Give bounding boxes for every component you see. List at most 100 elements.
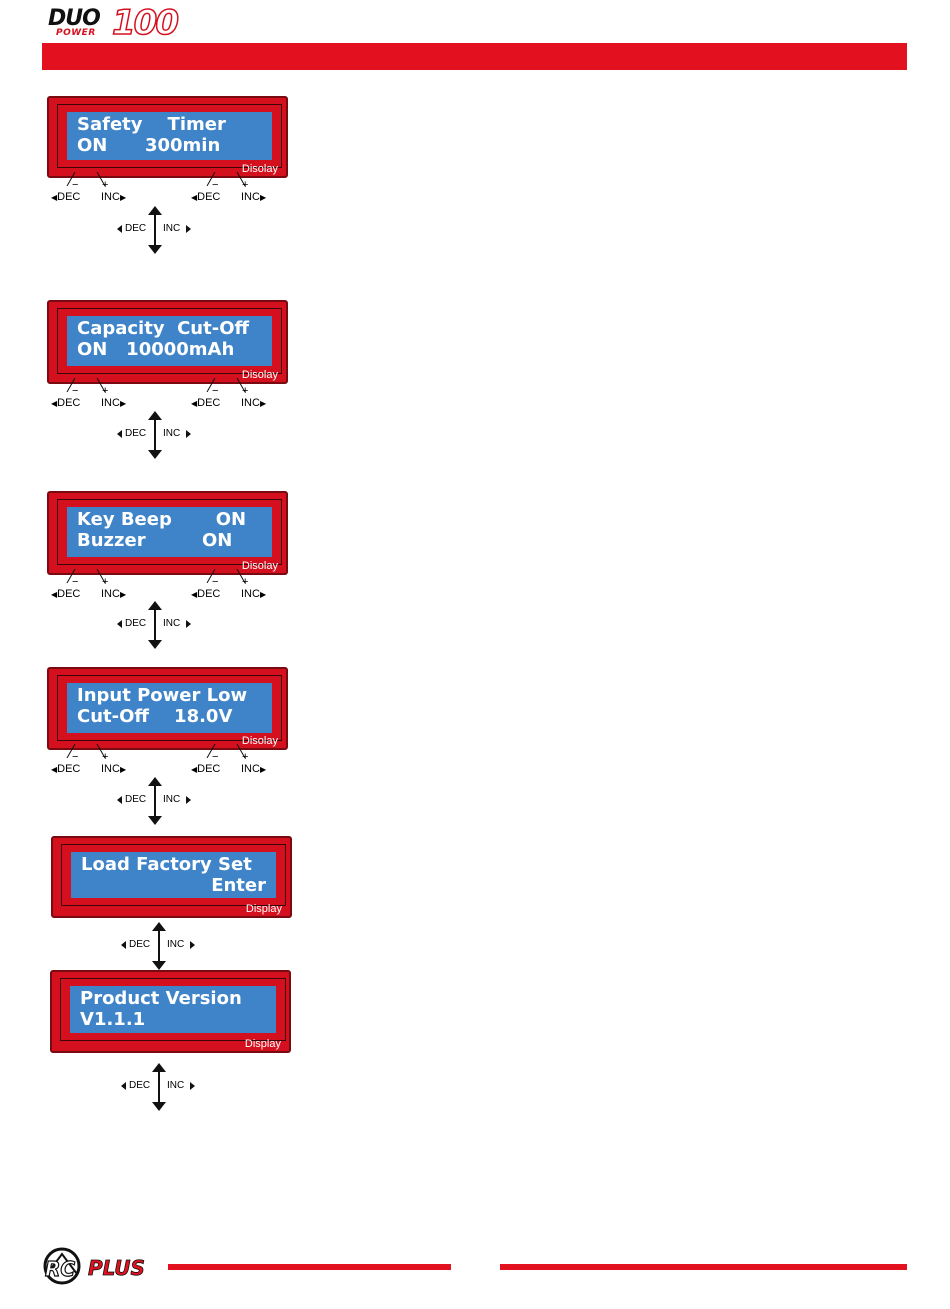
svg-text:RC: RC (45, 1257, 75, 1281)
menu-navigation[interactable]: DEC INC (115, 777, 205, 825)
nav-dec-label: DEC (129, 939, 151, 950)
brand-logo: DUO POWER 100 (46, 5, 206, 42)
inc-label: INC (241, 191, 260, 203)
rc-plus-logo: RC PLUS (43, 1247, 145, 1285)
button-leads (206, 172, 246, 186)
minus-sign: − (72, 385, 79, 397)
plus-sign: + (242, 576, 249, 588)
display-label: Disolay (241, 163, 278, 175)
dec-button-right[interactable]: ◀DEC (191, 397, 220, 409)
arrow-right-icon: ▶ (119, 590, 127, 599)
dec-button-left[interactable]: ◀DEC (51, 763, 80, 775)
plus-sign: + (242, 751, 249, 763)
dec-button-right[interactable]: ◀DEC (191, 191, 220, 203)
plus-sign: + (102, 385, 109, 397)
minus-sign: − (72, 576, 79, 588)
inc-label: INC (241, 588, 260, 600)
button-leads (66, 569, 106, 583)
footer-line-left (168, 1264, 451, 1270)
inc-button-right[interactable]: INC▶ (241, 763, 266, 775)
button-leads (66, 172, 106, 186)
dec-label: DEC (197, 397, 221, 409)
inc-button-left[interactable]: INC▶ (101, 763, 126, 775)
dec-button-left[interactable]: ◀DEC (51, 588, 80, 600)
display-label: Disolay (241, 560, 278, 572)
arrow-left-icon: ◀ (51, 399, 58, 408)
inc-label: INC (101, 397, 120, 409)
dec-button-left[interactable]: ◀DEC (51, 397, 80, 409)
nav-inc-label: INC (167, 1080, 185, 1091)
nav-inc-label: INC (163, 794, 181, 805)
dec-label: DEC (57, 397, 81, 409)
dec-label: DEC (57, 763, 81, 775)
nav-inc-label: INC (163, 428, 181, 439)
brand-power: POWER (56, 28, 96, 38)
dec-label: DEC (197, 588, 221, 600)
arrow-left-icon: ◀ (51, 590, 58, 599)
arrow-right-icon: ▶ (259, 590, 267, 599)
lcd-line-1: Capacity Cut-Off (77, 318, 250, 339)
lcd-line-2: Cut-Off 18.0V (77, 706, 233, 727)
button-leads (206, 744, 246, 758)
lcd-line-1: Load Factory Set (81, 854, 252, 875)
plus-sign: + (102, 179, 109, 191)
inc-label: INC (101, 763, 120, 775)
lcd-bezel (60, 978, 286, 1041)
minus-sign: − (212, 751, 219, 763)
lcd-line-2: ON 300min (77, 135, 221, 156)
up-down-arrow-icon (121, 1063, 195, 1111)
lcd-bezel (57, 104, 282, 168)
lcd-line-2: V1.1.1 (80, 1009, 146, 1030)
arrow-right-icon: ▶ (259, 765, 267, 774)
dec-label: DEC (197, 191, 221, 203)
arrow-left-icon: ◀ (51, 765, 58, 774)
inc-button-left[interactable]: INC▶ (101, 191, 126, 203)
button-leads (206, 378, 246, 392)
svg-text:PLUS: PLUS (88, 1256, 145, 1280)
menu-navigation[interactable]: DEC INC (119, 1063, 209, 1111)
minus-sign: − (212, 385, 219, 397)
dec-button-left[interactable]: ◀DEC (51, 191, 80, 203)
arrow-left-icon: ◀ (191, 399, 198, 408)
plus-sign: + (102, 751, 109, 763)
display-label: Display (245, 903, 282, 915)
arrow-right-icon: ▶ (119, 399, 127, 408)
inc-button-left[interactable]: INC▶ (101, 588, 126, 600)
nav-dec-label: DEC (129, 1080, 151, 1091)
arrow-right-icon: ▶ (119, 765, 127, 774)
arrow-right-icon: ▶ (259, 399, 267, 408)
nav-dec-label: DEC (125, 794, 147, 805)
brand-duo: DUO (48, 6, 101, 31)
inc-button-right[interactable]: INC▶ (241, 397, 266, 409)
up-down-arrow-icon (121, 922, 195, 970)
inc-button-left[interactable]: INC▶ (101, 397, 126, 409)
dec-button-right[interactable]: ◀DEC (191, 763, 220, 775)
header-bar (42, 43, 907, 70)
up-down-arrow-icon (117, 206, 191, 254)
dec-button-right[interactable]: ◀DEC (191, 588, 220, 600)
lcd-line-1: Key Beep ON (77, 509, 247, 530)
minus-sign: − (212, 179, 219, 191)
lcd-bezel (57, 308, 282, 374)
nav-inc-label: INC (163, 223, 181, 234)
lcd-bezel (57, 499, 282, 565)
minus-sign: − (72, 751, 79, 763)
display-label: Disolay (241, 735, 278, 747)
inc-button-right[interactable]: INC▶ (241, 191, 266, 203)
nav-dec-label: DEC (125, 618, 147, 629)
inc-button-right[interactable]: INC▶ (241, 588, 266, 600)
